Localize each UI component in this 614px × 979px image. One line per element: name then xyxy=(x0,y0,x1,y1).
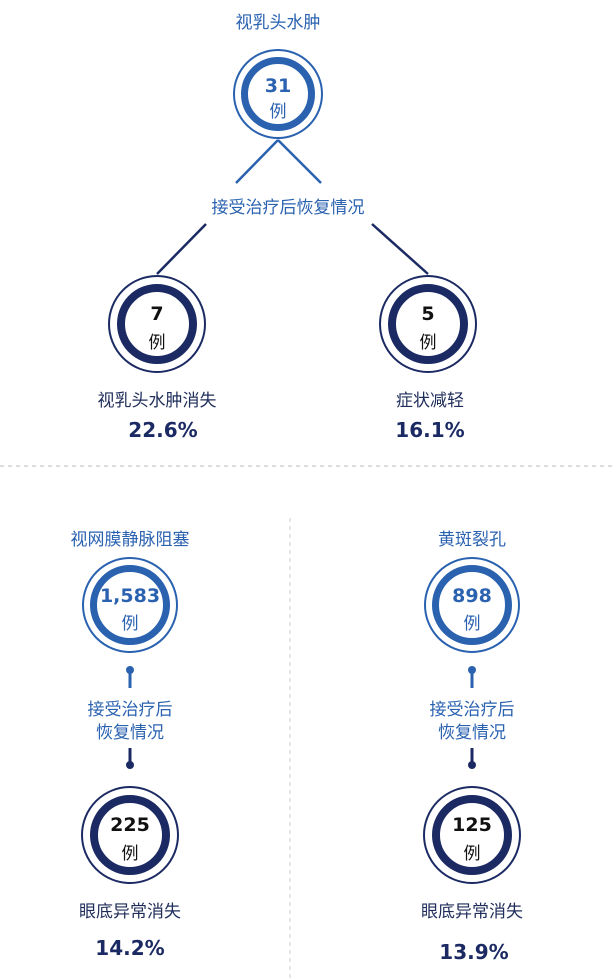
count: 5 xyxy=(421,303,435,326)
outcome-circle: 125 例 xyxy=(423,786,521,884)
outcome-circle: 5 例 xyxy=(379,275,477,373)
outcome-percent: 22.6% xyxy=(128,418,198,442)
unit: 例 xyxy=(463,843,481,864)
count-circle: 31 例 xyxy=(233,49,323,139)
count: 898 xyxy=(452,584,492,607)
treatment-label: 恢复情况 xyxy=(96,723,164,743)
outcome-circle: 7 例 xyxy=(108,275,206,373)
count: 7 xyxy=(150,303,164,326)
treatment-label: 接受治疗后恢复情况 xyxy=(211,198,365,218)
unit: 例 xyxy=(463,613,481,634)
count-circle: 1,583 例 xyxy=(82,557,178,653)
unit: 例 xyxy=(148,332,166,353)
treatment-label: 接受治疗后 xyxy=(429,700,515,720)
outcome-percent: 16.1% xyxy=(395,418,465,442)
treatment-label: 接受治疗后 xyxy=(87,700,173,720)
outcome-percent: 14.2% xyxy=(95,936,165,960)
outcome-percent: 13.9% xyxy=(439,940,509,964)
unit: 例 xyxy=(419,332,437,353)
count: 225 xyxy=(110,814,150,837)
condition-title: 视网膜静脉阻塞 xyxy=(70,530,190,550)
outcome-label: 视乳头水肿消失 xyxy=(97,391,217,411)
unit: 例 xyxy=(121,613,139,634)
count: 125 xyxy=(452,814,492,837)
unit: 例 xyxy=(121,843,139,864)
count: 1,583 xyxy=(99,584,161,607)
count: 31 xyxy=(264,75,292,98)
outcome-circle: 225 例 xyxy=(81,786,179,884)
outcome-label: 眼底异常消失 xyxy=(79,902,181,922)
treatment-label: 恢复情况 xyxy=(438,723,506,743)
top-title: 视乳头水肿 xyxy=(235,13,321,33)
outcome-label: 眼底异常消失 xyxy=(421,902,523,922)
count-circle: 898 例 xyxy=(424,557,520,653)
outcome-label: 症状减轻 xyxy=(396,391,464,411)
condition-title: 黄斑裂孔 xyxy=(438,530,506,550)
unit: 例 xyxy=(269,102,287,123)
